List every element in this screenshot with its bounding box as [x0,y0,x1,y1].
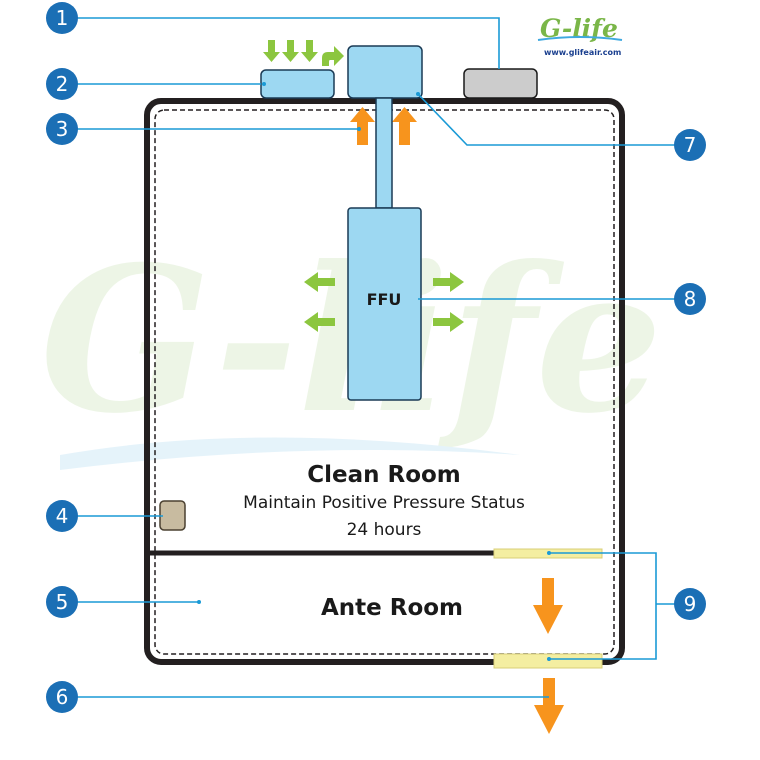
callout-number: 3 [56,117,69,141]
leader-dot [197,600,201,604]
ffu-unit [347,207,422,401]
callout-9: 9 [674,588,706,620]
callout-7: 7 [674,129,706,161]
green-down-arrows-icon [263,40,280,62]
callouts: 1 2 3 4 5 6 7 8 [46,2,706,713]
ffu-label: FFU [367,290,402,309]
exhaust-unit [463,68,538,99]
callout-5: 5 [46,586,78,618]
callout-number: 4 [56,504,69,528]
supply-air-arrows [263,40,344,66]
return-air-arrows [350,107,417,145]
transfer-vent-lower [493,653,603,669]
green-down-arrows-icon [301,40,318,62]
air-duct [375,97,393,209]
callout-number: 2 [56,72,69,96]
hepa-box-unit [347,45,423,99]
callout-number: 7 [684,133,697,157]
callout-number: 9 [684,592,697,616]
clean-room-hours: 24 hours [347,520,422,540]
orange-up-arrow-icon [392,107,417,145]
logo-swoosh [537,36,623,41]
leader-line-7 [417,93,690,146]
outflow-arrows [533,578,564,734]
clean-room-subtitle: Maintain Positive Pressure Status [243,493,525,513]
callout-1: 1 [46,2,78,34]
callout-4: 4 [46,500,78,532]
callout-number: 1 [56,6,69,30]
callout-2: 2 [46,68,78,100]
green-down-arrows-icon [282,40,299,62]
green-side-arrow-icon [433,312,464,332]
leader-dot [547,657,551,661]
leader-dots [197,82,551,661]
callout-6: 6 [46,681,78,713]
green-curve-arrow-icon [322,46,344,66]
green-side-arrow-icon [304,272,335,292]
logo: G-life www.glifeair.com [537,14,623,57]
leader-dot [262,82,266,86]
leader-dot [416,92,420,96]
green-side-arrow-icon [433,272,464,292]
logo-url: www.glifeair.com [544,48,621,57]
ante-room-title: Ante Room [321,595,463,621]
watermark-swoosh [60,437,520,470]
callout-8: 8 [674,283,706,315]
leader-line-9 [549,552,657,660]
green-side-arrow-icon [304,312,335,332]
orange-down-arrow-icon [534,678,564,734]
leader-dot [357,127,361,131]
orange-up-arrow-icon [350,107,375,145]
fresh-air-inlet-unit [260,69,335,99]
callout-3: 3 [46,113,78,145]
leader-dot [547,551,551,555]
callout-number: 6 [56,685,69,709]
clean-room-title: Clean Room [307,462,461,488]
leader-line-1 [62,17,500,69]
leader-lines [62,17,690,698]
callout-number: 5 [56,590,69,614]
pressure-sensor [159,500,186,531]
orange-down-arrow-icon [533,578,563,634]
callout-number: 8 [684,287,697,311]
ffu-discharge-arrows [304,272,464,332]
